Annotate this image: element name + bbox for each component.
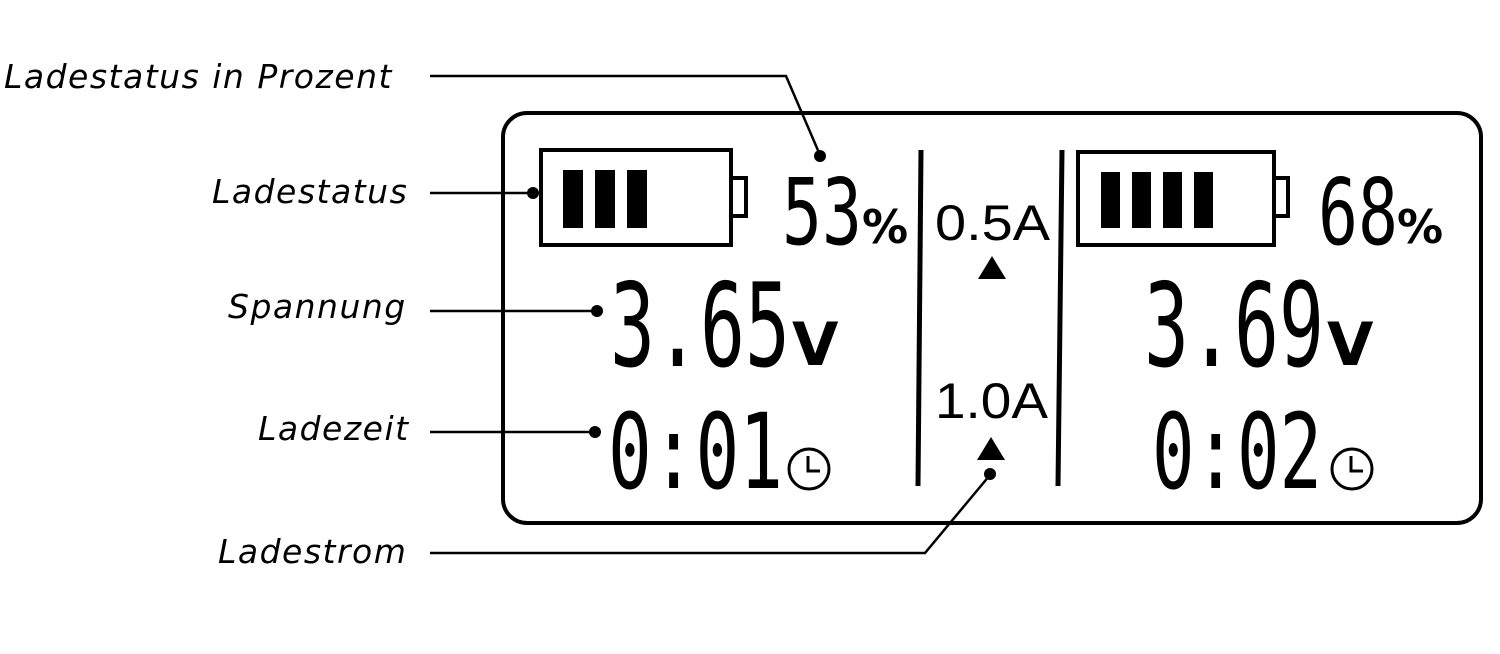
battery-right-bar-3 — [1163, 172, 1182, 228]
battery-left-bar-2 — [595, 170, 615, 228]
battery-right-bar-1 — [1101, 172, 1120, 228]
callout-voltage-label: Spannung — [228, 287, 407, 326]
callout-percent-leader — [430, 74, 822, 156]
battery-right-bar-4 — [1194, 172, 1213, 228]
time-left-value: 0:01 — [608, 391, 783, 513]
percent-right-unit: % — [1397, 200, 1443, 254]
percent-left-value: 53 — [782, 159, 862, 266]
battery-right — [1076, 150, 1290, 247]
time-right-value: 0:02 — [1152, 391, 1322, 513]
callout-current-label: Ladestrom — [218, 532, 407, 571]
callout-time-label: Ladezeit — [258, 409, 410, 448]
current-top-triangle-icon — [978, 256, 1006, 279]
divider-left — [915, 149, 924, 487]
callout-voltage-dot — [591, 305, 603, 317]
callout-percent-label: Ladestatus in Prozent — [4, 57, 393, 96]
voltage-left-value: 3.65 — [610, 259, 790, 394]
callout-current-leader — [430, 474, 991, 555]
battery-left — [539, 148, 748, 247]
percent-left-unit: % — [862, 200, 908, 254]
callout-percent-dot — [814, 150, 826, 162]
callout-status-dot — [527, 187, 539, 199]
battery-right-bar-2 — [1132, 172, 1151, 228]
current-bottom-value: 1.0A — [935, 373, 1049, 429]
battery-right-bars — [1101, 172, 1213, 228]
battery-left-bar-3 — [627, 170, 647, 228]
clock-right-icon — [1330, 447, 1374, 491]
callout-time-dot — [589, 426, 601, 438]
current-bottom-triangle-icon — [977, 437, 1005, 460]
voltage-left-unit: V — [792, 310, 839, 380]
clock-left-icon — [787, 447, 831, 491]
voltage-right-value: 3.69 — [1144, 259, 1324, 394]
lcd-frame — [501, 111, 1483, 525]
voltage-right-unit: V — [1327, 310, 1374, 380]
divider-right — [1055, 149, 1065, 487]
current-top-value: 0.5A — [935, 195, 1051, 251]
battery-left-bar-1 — [563, 170, 583, 228]
callout-current-dot — [984, 468, 996, 480]
percent-right-value: 68 — [1318, 159, 1398, 266]
battery-left-bars — [563, 170, 647, 228]
callout-status-label: Ladestatus — [212, 172, 408, 211]
